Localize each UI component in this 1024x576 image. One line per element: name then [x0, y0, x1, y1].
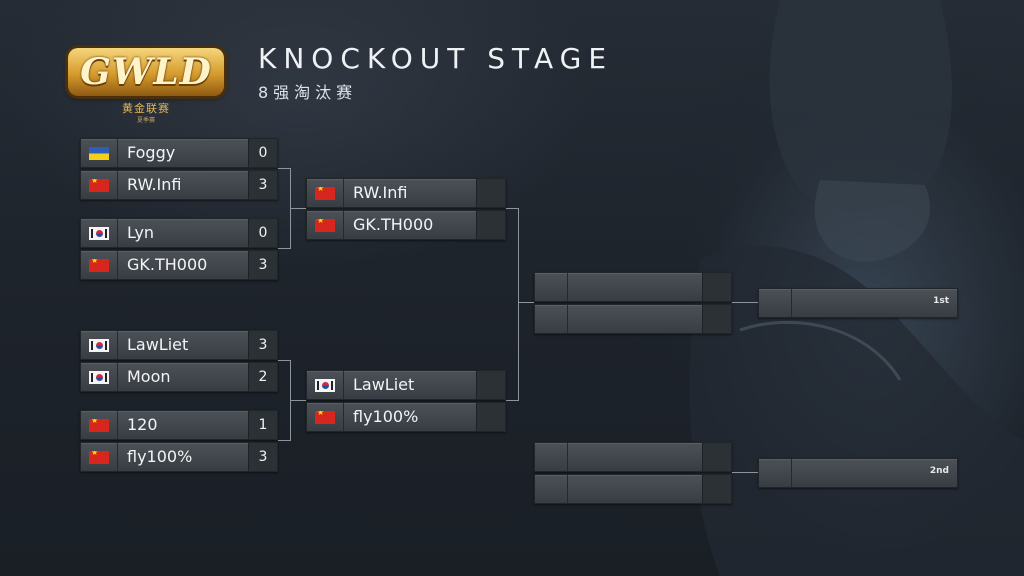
china-flag-icon: [89, 179, 109, 192]
runner-up-row: 2nd: [758, 458, 958, 488]
player-score: [476, 179, 505, 207]
sf1-player1-row: RW.Infi: [306, 178, 506, 208]
player-score: [476, 403, 505, 431]
connector-line: [732, 472, 758, 473]
second-place-label: 2nd: [929, 466, 949, 476]
final-slot2-row: [534, 304, 732, 334]
connector-line: [278, 248, 290, 249]
connector-line: [278, 168, 290, 169]
lower-slot1-row: [534, 442, 732, 472]
lower-slot1-score: [702, 443, 731, 471]
player-score: 1: [248, 411, 277, 439]
final-slot1-row: [534, 272, 732, 302]
player-score: 3: [248, 171, 277, 199]
page-subtitle: 8强淘汰赛: [258, 83, 358, 102]
player-name: fly100%: [127, 447, 193, 466]
logo-wordmark: GWLD: [68, 48, 224, 96]
player-score: [476, 371, 505, 399]
qf4-player2-row: fly100% 3: [80, 442, 278, 472]
china-flag-icon: [89, 259, 109, 272]
qf4-player1-row: 120 1: [80, 410, 278, 440]
qf1-player2-row: RW.Infi 3: [80, 170, 278, 200]
player-score: 3: [248, 443, 277, 471]
champion-row: 1st: [758, 288, 958, 318]
connector-line: [290, 400, 306, 401]
korea-flag-icon: [89, 371, 109, 384]
player-score: 3: [248, 331, 277, 359]
page-title: KNOCKOUT STAGE: [258, 42, 614, 75]
player-score: 0: [248, 139, 277, 167]
player-score: 3: [248, 251, 277, 279]
korea-flag-icon: [315, 379, 335, 392]
connector-line: [506, 400, 518, 401]
qf1-player1-row: Foggy 0: [80, 138, 278, 168]
qf3-player2-row: Moon 2: [80, 362, 278, 392]
player-name: LawLiet: [353, 375, 415, 394]
player-name: 120: [127, 415, 158, 434]
qf2-player2-row: GK.TH000 3: [80, 250, 278, 280]
player-score: 2: [248, 363, 277, 391]
player-name: RW.Infi: [127, 175, 182, 194]
player-name: fly100%: [353, 407, 419, 426]
player-name: GK.TH000: [353, 215, 434, 234]
lower-slot2-row: [534, 474, 732, 504]
connector-line: [732, 302, 758, 303]
logo-subtitle: 黄金联赛: [122, 102, 170, 115]
final-slot1-score: [702, 273, 731, 301]
sf2-player2-row: fly100%: [306, 402, 506, 432]
player-name: Lyn: [127, 223, 155, 242]
china-flag-icon: [315, 219, 335, 232]
connector-line: [518, 302, 534, 303]
final-slot2-score: [702, 305, 731, 333]
china-flag-icon: [315, 411, 335, 424]
qf2-player1-row: Lyn 0: [80, 218, 278, 248]
player-name: RW.Infi: [353, 183, 408, 202]
player-name: Foggy: [127, 143, 176, 162]
player-name: Moon: [127, 367, 171, 386]
china-flag-icon: [89, 451, 109, 464]
korea-flag-icon: [89, 227, 109, 240]
first-place-label: 1st: [933, 296, 949, 306]
china-flag-icon: [89, 419, 109, 432]
ukraine-flag-icon: [89, 147, 109, 160]
qf3-player1-row: LawLiet 3: [80, 330, 278, 360]
china-flag-icon: [315, 187, 335, 200]
sf2-player1-row: LawLiet: [306, 370, 506, 400]
logo-subtitle-small: 夏季赛: [136, 117, 155, 124]
connector-line: [518, 208, 519, 401]
connector-line: [278, 360, 290, 361]
lower-slot2-score: [702, 475, 731, 503]
player-score: 0: [248, 219, 277, 247]
gwld-logo: GWLD 黄金联赛 夏季赛: [68, 44, 228, 140]
player-name: LawLiet: [127, 335, 189, 354]
sf1-player2-row: GK.TH000: [306, 210, 506, 240]
korea-flag-icon: [89, 339, 109, 352]
player-score: [476, 211, 505, 239]
connector-line: [278, 440, 290, 441]
connector-line: [506, 208, 518, 209]
connector-line: [290, 208, 306, 209]
player-name: GK.TH000: [127, 255, 208, 274]
